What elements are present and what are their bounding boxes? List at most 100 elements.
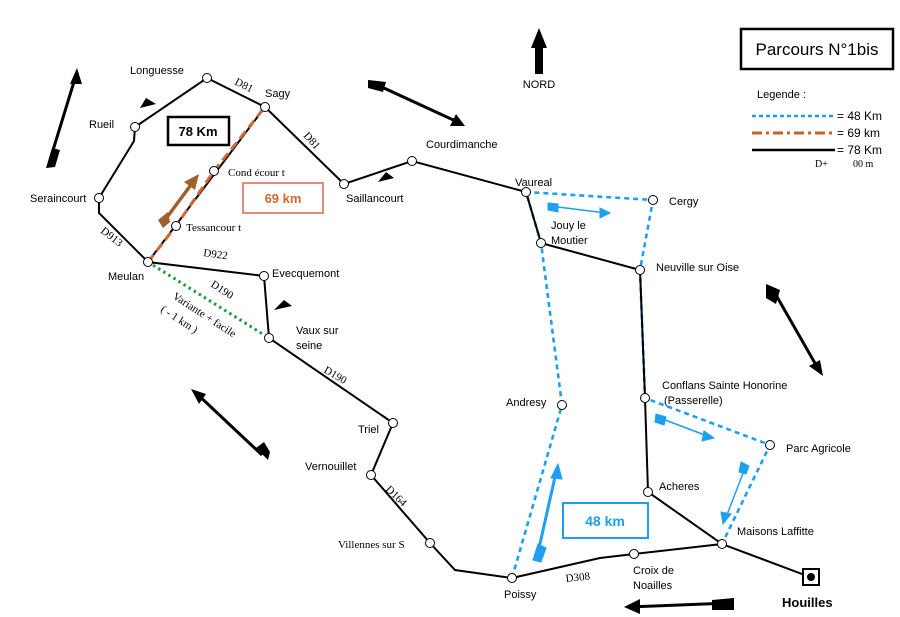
waypoints bbox=[94, 73, 820, 586]
arrow-48km-south-icon bbox=[720, 461, 750, 526]
label-vaux-2: seine bbox=[296, 340, 322, 352]
variant-route bbox=[147, 260, 270, 340]
map-title: Parcours N°1bis bbox=[755, 40, 878, 59]
triangle-marker-icon bbox=[140, 98, 156, 108]
legend-label-78: = 78 Km bbox=[837, 143, 882, 157]
label-sagy: Sagy bbox=[265, 88, 291, 100]
label-andresy: Andresy bbox=[506, 397, 547, 409]
legend-label-48: = 48 Km bbox=[837, 109, 882, 123]
label-vernouillet: Vernouillet bbox=[305, 461, 356, 473]
route-78km bbox=[98, 76, 811, 579]
node-poissy bbox=[507, 573, 517, 583]
node-villennes bbox=[425, 538, 435, 548]
arrow-east-icon bbox=[368, 80, 465, 126]
label-poissy: Poissy bbox=[504, 589, 537, 601]
badge-69km: 69 km bbox=[242, 182, 324, 214]
road-label-d913: D913 bbox=[98, 225, 125, 250]
node-longuesse bbox=[202, 73, 212, 83]
label-seraincourt: Seraincourt bbox=[30, 193, 86, 205]
node-sagy bbox=[260, 102, 270, 112]
legend-label-69: = 69 km bbox=[837, 126, 880, 140]
legend: Legende : = 48 Km = 69 km = 78 Km D+ 00 … bbox=[752, 89, 882, 170]
road-labels: D81 D81 D913 D922 D190 D190 D164 D308 Va… bbox=[98, 76, 591, 585]
title-box: Parcours N°1bis bbox=[739, 27, 895, 71]
label-courdimanche: Courdimanche bbox=[426, 139, 498, 151]
node-rueil bbox=[130, 122, 140, 132]
svg-text:78 Km: 78 Km bbox=[178, 124, 217, 139]
node-croix bbox=[629, 549, 639, 559]
label-croix-1: Croix de bbox=[633, 565, 674, 577]
road-label-d308: D308 bbox=[565, 570, 591, 585]
arrow-northwest-icon bbox=[46, 68, 82, 168]
node-vaux bbox=[264, 333, 274, 343]
legend-elevation-value: 00 m bbox=[853, 159, 874, 170]
label-neuville: Neuville sur Oise bbox=[656, 262, 739, 274]
label-croix-2: Noailles bbox=[633, 580, 673, 592]
node-condecourt bbox=[209, 166, 219, 176]
node-houilles-icon bbox=[802, 568, 820, 586]
route-69km bbox=[146, 106, 267, 263]
arrow-west-icon bbox=[624, 598, 734, 614]
node-jouy bbox=[536, 238, 546, 248]
node-meulan bbox=[143, 257, 153, 267]
road-label-d922: D922 bbox=[203, 247, 229, 262]
label-parc: Parc Agricole bbox=[786, 443, 851, 455]
label-jouy-2: Moutier bbox=[551, 235, 588, 247]
label-tessancourt: Tessancour t bbox=[186, 222, 241, 234]
label-maisons: Maisons Laffitte bbox=[737, 526, 814, 538]
node-evecquemont bbox=[259, 271, 269, 281]
arrow-48km-southeast-icon bbox=[654, 413, 716, 442]
arrow-southeast-icon bbox=[766, 284, 823, 376]
label-longuesse: Longuesse bbox=[130, 65, 184, 77]
node-seraincourt bbox=[94, 193, 104, 203]
label-conflans-2: (Passerelle) bbox=[664, 395, 723, 407]
svg-text:48 km: 48 km bbox=[585, 513, 625, 529]
arrow-48km-north-icon bbox=[532, 462, 563, 563]
label-condecourt: Cond écour t bbox=[228, 167, 285, 179]
svg-text:69 km: 69 km bbox=[265, 191, 302, 206]
node-saillancourt bbox=[339, 179, 349, 189]
label-conflans-1: Conflans Sainte Honorine bbox=[662, 380, 787, 392]
label-vaureal: Vaureal bbox=[515, 177, 552, 189]
node-vaureal bbox=[521, 187, 531, 197]
node-neuville bbox=[635, 265, 645, 275]
direction-arrows bbox=[46, 28, 823, 614]
road-label-d164: D164 bbox=[383, 484, 409, 510]
label-saillancourt: Saillancourt bbox=[346, 193, 403, 205]
label-meulan: Meulan bbox=[108, 271, 144, 283]
legend-title: Legende : bbox=[757, 89, 806, 101]
road-label-d190: D190 bbox=[208, 278, 235, 302]
triangle-marker-icon bbox=[274, 300, 292, 310]
place-labels: Longuesse Sagy Rueil Seraincourt Meulan … bbox=[30, 65, 851, 610]
legend-elevation-label: D+ bbox=[815, 159, 828, 170]
node-courdimanche bbox=[407, 156, 417, 166]
label-triel: Triel bbox=[358, 424, 379, 436]
node-maisons bbox=[717, 539, 727, 549]
label-cergy: Cergy bbox=[669, 196, 699, 208]
node-acheres bbox=[643, 487, 653, 497]
north-label: NORD bbox=[523, 79, 555, 91]
road-label-d81: D81 bbox=[301, 130, 323, 152]
arrow-northwest-lower-icon bbox=[191, 389, 270, 460]
arrow-48km-east-icon bbox=[547, 202, 612, 219]
north-arrow-icon bbox=[531, 28, 547, 74]
label-houilles: Houilles bbox=[782, 595, 833, 610]
node-andresy bbox=[557, 400, 567, 410]
node-triel bbox=[388, 418, 398, 428]
badge-48km: 48 km bbox=[562, 502, 649, 539]
node-tessancourt bbox=[171, 221, 181, 231]
arrow-69km-icon bbox=[158, 174, 199, 228]
label-rueil: Rueil bbox=[89, 119, 114, 131]
node-conflans bbox=[640, 393, 650, 403]
label-vaux-1: Vaux sur bbox=[296, 325, 339, 337]
label-evecquemont: Evecquemont bbox=[272, 268, 339, 280]
triangle-marker-icon bbox=[378, 172, 394, 182]
node-parc bbox=[765, 440, 775, 450]
label-villennes: Villennes sur S bbox=[338, 539, 405, 551]
node-vernouillet bbox=[366, 470, 376, 480]
label-jouy-1: Jouy le bbox=[551, 220, 586, 232]
node-cergy bbox=[648, 195, 658, 205]
badge-78km: 78 Km bbox=[166, 115, 231, 147]
label-acheres: Acheres bbox=[659, 481, 700, 493]
